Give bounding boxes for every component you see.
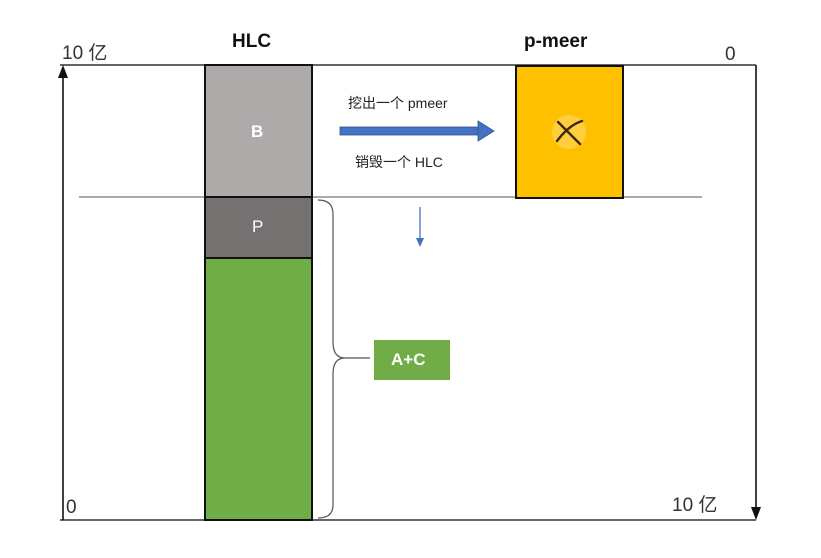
pmeer-column-title: p-meer (524, 31, 588, 52)
mine-caption: 挖出一个 pmeer (348, 95, 448, 111)
hlc-block-green (204, 257, 313, 521)
burn-caption: 销毁一个 HLC (355, 154, 443, 170)
mining-pick-icon (552, 115, 586, 149)
block-ac-label: A+C (391, 350, 426, 369)
down-arrow (416, 207, 424, 247)
left-axis-arrowhead (58, 65, 68, 78)
ac-label-box (374, 340, 450, 380)
right-bottom-axis-label: 10 亿 (672, 495, 718, 516)
right-top-axis-label: 0 (725, 44, 736, 65)
left-top-axis-label: 10 亿 (62, 43, 108, 64)
right-axis-arrowhead (751, 507, 761, 520)
hlc-block-b (204, 64, 313, 198)
curly-brace (317, 199, 370, 519)
left-bottom-axis-label: 0 (66, 497, 77, 518)
hlc-column-title: HLC (232, 31, 272, 52)
block-b-label: B (251, 122, 264, 141)
block-p-label: P (252, 217, 264, 236)
mine-arrow (339, 120, 495, 142)
